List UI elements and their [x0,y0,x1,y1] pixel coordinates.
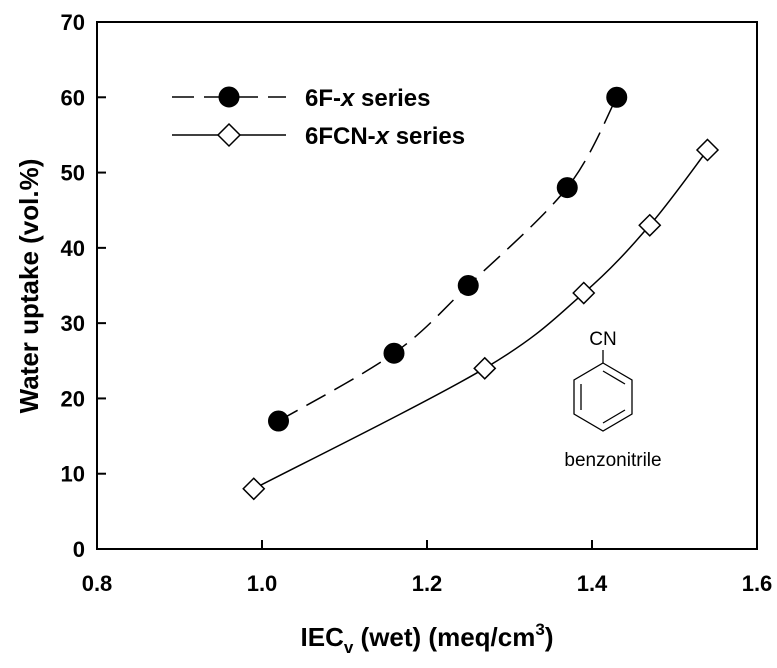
legend-label-6f-suffix: series [354,85,430,112]
legend-label-6f: 6F-x series [305,85,430,112]
x-tick-label: 1.4 [577,571,608,596]
cn-group-label: CN [589,329,616,350]
x-tick-label: 1.6 [742,571,773,596]
data-point-circle [556,177,578,199]
legend-label-6f-var: x [339,85,356,112]
x-tick-label: 0.8 [82,571,113,596]
data-point-circle [606,86,628,108]
data-point-diamond [242,477,266,501]
y-tick-label: 50 [61,161,85,186]
x-axis-title-main: IEC [301,622,345,652]
legend: 6F-x series 6FCN-x series [172,85,465,150]
series-lines [253,96,709,490]
legend-label-6fcn-var: x [374,123,391,150]
x-tick-label: 1.0 [247,571,278,596]
x-axis-title-subscript: v [344,638,354,657]
y-tick-label: 30 [61,311,85,336]
data-point-circle [383,342,405,364]
data-point-circle [457,275,479,296]
data-point-diamond [473,356,497,380]
y-tick-label: 20 [61,386,85,411]
data-point-circle [268,410,289,432]
x-axis-title-end: ) [545,622,554,652]
y-tick-label: 70 [61,10,85,35]
y-axis-title: Water uptake (vol.%) [14,159,44,414]
x-axis-title: IECv (wet) (meq/cm3) [301,620,554,657]
x-axis-title-rest: (wet) (meq/cm [353,622,535,652]
legend-label-6fcn-suffix: series [389,123,465,150]
benzonitrile-structure: CN benzonitrile [564,329,661,471]
x-tick-label: 1.2 [412,571,443,596]
legend-label-6fcn-prefix: 6FCN- [305,123,376,150]
benzene-ring-icon [573,350,633,432]
y-tick-label: 60 [61,85,85,110]
legend-marker-6fcn [216,122,242,148]
legend-label-6f-prefix: 6F- [305,85,341,112]
y-tick-label: 0 [73,537,85,562]
data-point-diamond [695,138,720,162]
y-tick-label: 40 [61,236,85,261]
y-tick-label: 10 [61,462,85,487]
series-markers [242,86,720,501]
legend-marker-6f [218,86,240,108]
x-axis-title-superscript: 3 [535,620,544,639]
data-point-diamond [638,213,662,237]
legend-label-6fcn: 6FCN-x series [305,123,465,150]
axis-ticks: 0.8 1.0 1.2 1.4 1.6 0 10 20 30 40 50 60 70 [61,10,773,596]
series-line-1 [253,149,709,490]
molecule-name: benzonitrile [564,450,661,471]
data-point-diamond [572,281,596,305]
